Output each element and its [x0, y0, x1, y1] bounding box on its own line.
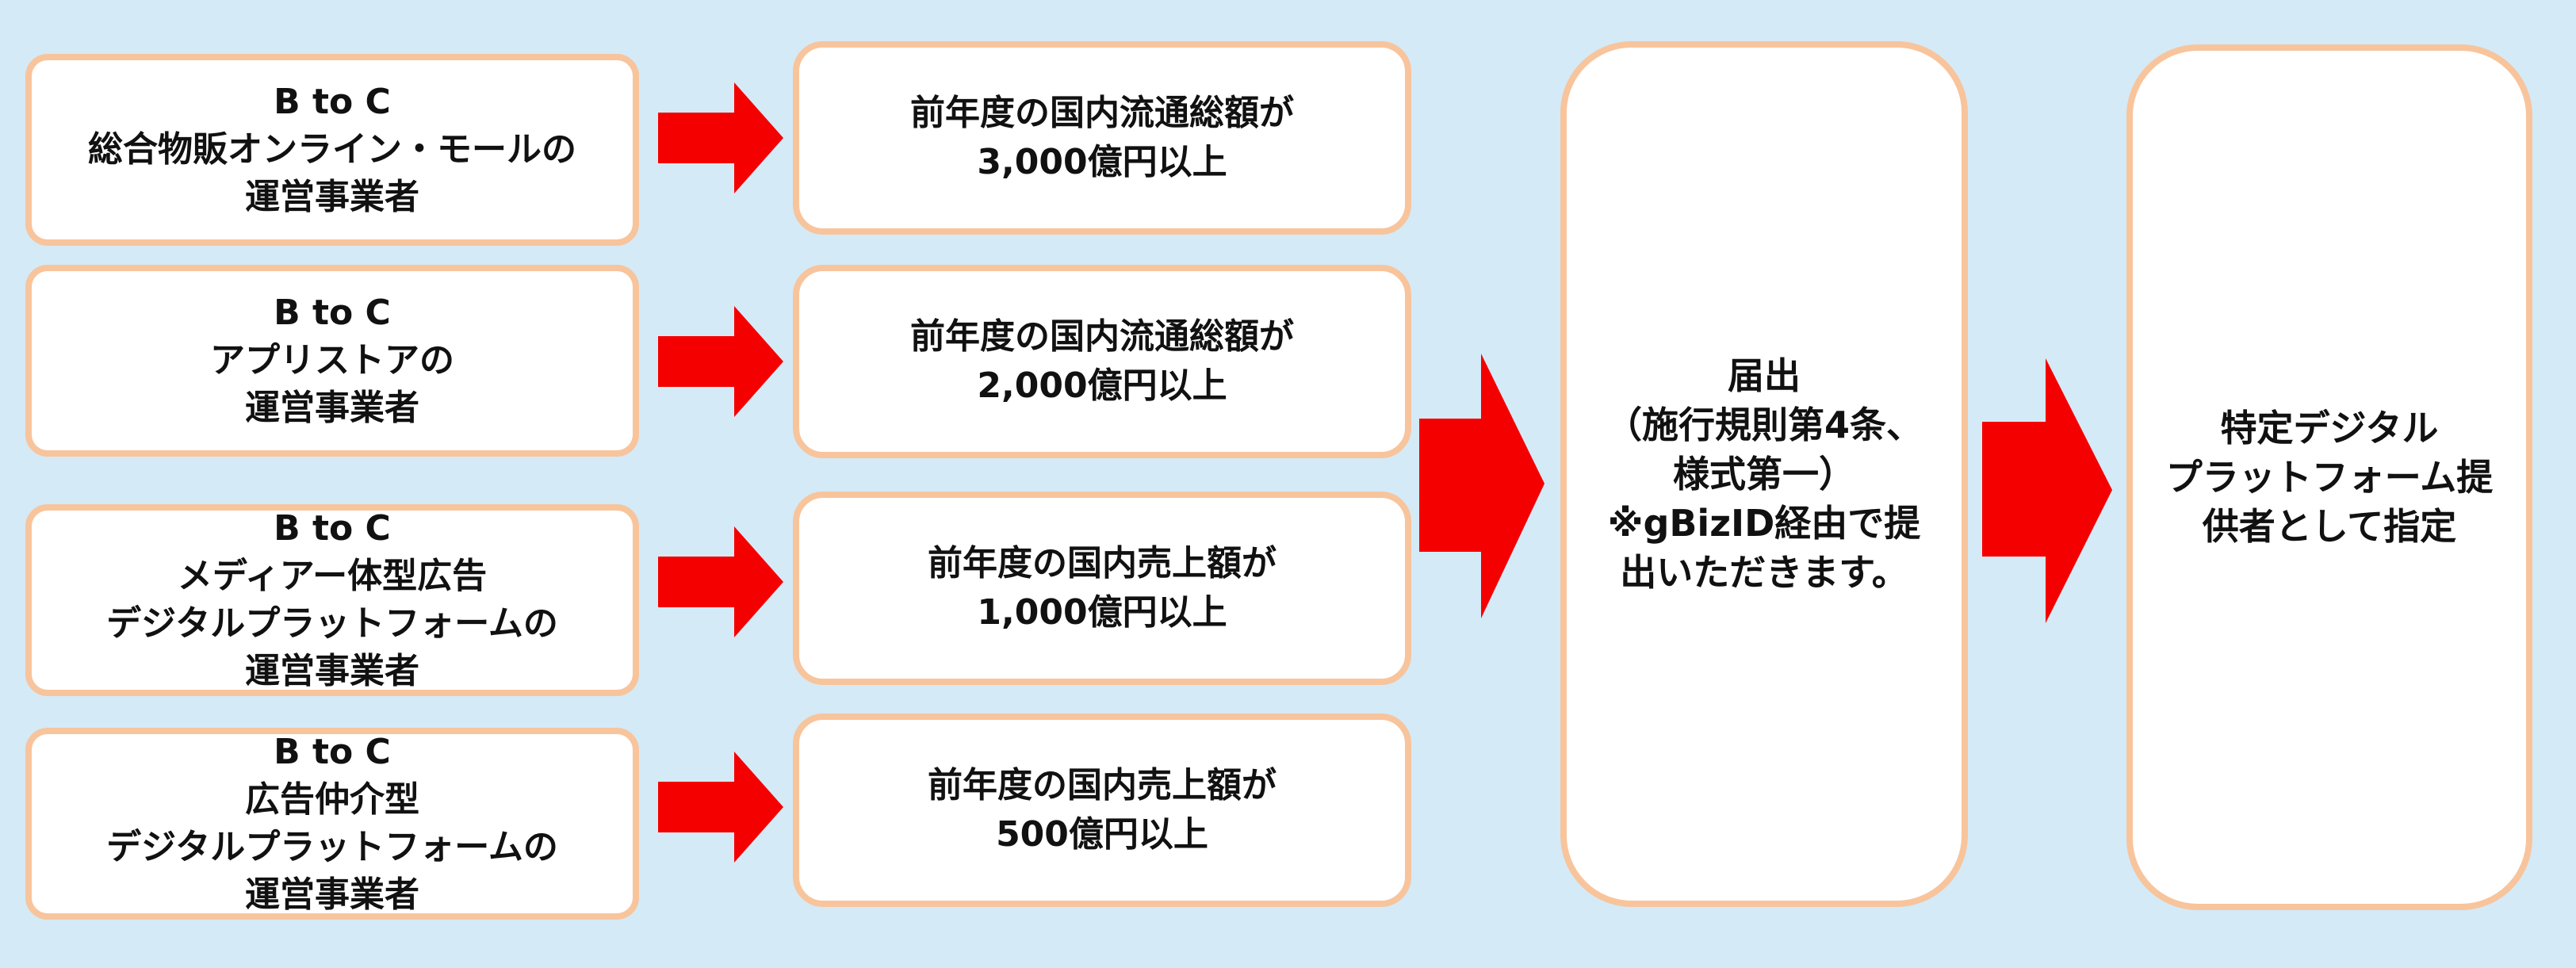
threshold-label-line: 前年度の国内売上額が [928, 543, 1277, 583]
category-box-app-store: B to C アプリストアの 運営事業者 [25, 265, 639, 457]
category-label-line: アプリストアの [210, 340, 454, 381]
category-label-line: メディアー体型広告 [177, 556, 488, 596]
threshold-label-line: 3,000億円以上 [977, 142, 1227, 182]
big-arrow-right-icon [1982, 358, 2112, 623]
category-box-ad-intermediary: B to C 広告仲介型 デジタルプラットフォームの 運営事業者 [25, 728, 639, 920]
threshold-box-2000: 前年度の国内流通総額が 2,000億円以上 [793, 265, 1411, 458]
category-label-line: B to C [274, 293, 391, 333]
notification-label-line: 出いただきます。 [1620, 551, 1908, 594]
threshold-label-line: 1,000億円以上 [977, 592, 1227, 633]
arrow-right-icon [658, 306, 783, 417]
arrow-right-icon [658, 82, 783, 193]
category-label-line: 総合物販オンライン・モールの [88, 129, 576, 170]
category-label-line: B to C [274, 82, 391, 122]
notification-label-line: ※gBizID経由で提 [1607, 502, 1921, 545]
category-label-line: 運営事業者 [245, 177, 419, 217]
category-label-line: デジタルプラットフォームの [106, 603, 558, 644]
notification-box: 届出 （施行規則第4条、 様式第一） ※gBizID経由で提 出いただきます。 [1560, 41, 1968, 907]
category-label-line: 運営事業者 [245, 874, 419, 915]
threshold-box-3000: 前年度の国内流通総額が 3,000億円以上 [793, 41, 1411, 235]
arrow-right-icon [658, 752, 783, 863]
designation-box: 特定デジタル プラットフォーム提 供者として指定 [2126, 44, 2532, 910]
threshold-label-line: 前年度の国内流通総額が [910, 93, 1294, 133]
notification-label-line: 様式第一） [1673, 453, 1855, 495]
category-label-line: 広告仲介型 [245, 779, 419, 820]
threshold-label-line: 前年度の国内流通総額が [910, 316, 1294, 357]
notification-label-line: 届出 [1728, 354, 1801, 397]
category-box-media-integrated-ads: B to C メディアー体型広告 デジタルプラットフォームの 運営事業者 [25, 504, 639, 696]
designation-label-line: 供者として指定 [2202, 505, 2457, 548]
category-label-line: 運営事業者 [245, 651, 419, 691]
arrow-right-icon [658, 526, 783, 637]
notification-label-line: （施行規則第4条、 [1605, 404, 1923, 446]
threshold-label-line: 前年度の国内売上額が [928, 765, 1277, 805]
threshold-label-line: 500億円以上 [996, 814, 1208, 855]
category-label-line: B to C [274, 732, 391, 772]
designation-label-line: プラットフォーム提 [2165, 456, 2494, 499]
threshold-box-500: 前年度の国内売上額が 500億円以上 [793, 714, 1411, 907]
category-label-line: デジタルプラットフォームの [106, 827, 558, 867]
category-label-line: B to C [274, 508, 391, 549]
category-box-online-mall: B to C 総合物販オンライン・モールの 運営事業者 [25, 54, 639, 246]
designation-label-line: 特定デジタル [2220, 407, 2439, 450]
threshold-box-1000: 前年度の国内売上額が 1,000億円以上 [793, 492, 1411, 685]
threshold-label-line: 2,000億円以上 [977, 365, 1227, 406]
big-arrow-right-icon [1419, 354, 1544, 618]
category-label-line: 運営事業者 [245, 388, 419, 428]
